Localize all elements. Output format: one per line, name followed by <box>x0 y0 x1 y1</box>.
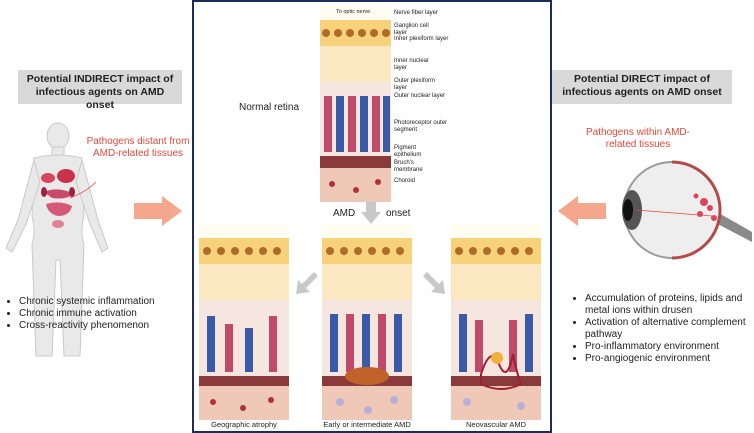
pathogen-pointer-icon <box>69 181 97 199</box>
photoreceptors-icon <box>324 96 390 152</box>
right-progress-arrow-icon <box>423 272 445 294</box>
onset-arrow-icon <box>361 202 381 224</box>
optic-nerve-label: To optic nerve <box>336 9 371 15</box>
layer-label-rpe: Pigment epithelium <box>394 145 422 158</box>
drusen-icon <box>345 367 389 385</box>
layer-label-choroid: Choroid <box>394 178 416 184</box>
center-frame <box>192 0 552 433</box>
indirect-subtitle: Pathogens distant from AMD-related tissu… <box>86 136 190 159</box>
layer-label-ipl: Inner plexiform layer <box>394 36 449 42</box>
direct-subtitle: Pathogens within AMD-related tissues <box>586 127 690 150</box>
direct-bullet: Accumulation of proteins, lipids and met… <box>585 293 752 317</box>
caption-neovascular-amd: Neovascular AMD <box>465 420 527 429</box>
layer-label-pos: Photoreceptor outer segment <box>394 120 448 133</box>
direct-title-text: Potential DIRECT impact of infectious ag… <box>562 73 722 98</box>
early-amd-illustration <box>322 224 412 420</box>
amd-label: AMD <box>333 208 356 219</box>
normal-retina-illustration <box>320 6 391 202</box>
ganglion-cells-icon <box>322 29 390 37</box>
layer-label-nfl: Nerve fiber layer <box>394 10 439 16</box>
caption-early-amd: Early or intermediate AMD <box>323 420 411 429</box>
normal-retina-label: Normal retina <box>239 102 300 113</box>
direct-bullet: Activation of alternative complement pat… <box>585 317 752 341</box>
onset-label: onset <box>386 208 411 219</box>
eye-illustration <box>622 160 752 260</box>
human-body-illustration <box>5 122 109 357</box>
direct-bullet: Pro-angiogenic environment <box>585 353 752 365</box>
indirect-bullet: Cross-reactivity phenomenon <box>19 320 186 332</box>
indirect-bullet: Chronic systemic inflammation <box>19 296 186 308</box>
indirect-bullets: Chronic systemic inflammation Chronic im… <box>6 296 186 332</box>
indirect-title: Potential INDIRECT impact of infectious … <box>18 70 182 111</box>
geographic-atrophy-illustration <box>199 224 289 420</box>
left-progress-arrow-icon <box>296 272 318 294</box>
indirect-title-text: Potential INDIRECT impact of infectious … <box>26 73 174 111</box>
direct-bullet: Pro-inflammatory environment <box>585 341 752 353</box>
direct-title: Potential DIRECT impact of infectious ag… <box>552 70 732 104</box>
layer-label-bruch: Bruch's membrane <box>394 160 423 173</box>
organs-icon <box>41 169 75 228</box>
direct-bullets: Accumulation of proteins, lipids and met… <box>572 293 752 365</box>
direct-arrow-icon <box>558 196 606 226</box>
caption-geographic-atrophy: Geographic atrophy <box>211 420 277 429</box>
layer-label-gcl: Ganglion cell layer <box>394 23 429 36</box>
indirect-bullet: Chronic immune activation <box>19 308 186 320</box>
indirect-arrow-icon <box>134 196 182 226</box>
layer-label-onl: Outer nuclear layer <box>394 93 446 99</box>
choroid-cells-icon <box>329 179 381 193</box>
neovascular-amd-illustration <box>451 224 541 420</box>
layer-label-opl: Outer plexiform layer <box>394 78 436 91</box>
layer-label-inl: Inner nuclear layer <box>394 58 430 71</box>
